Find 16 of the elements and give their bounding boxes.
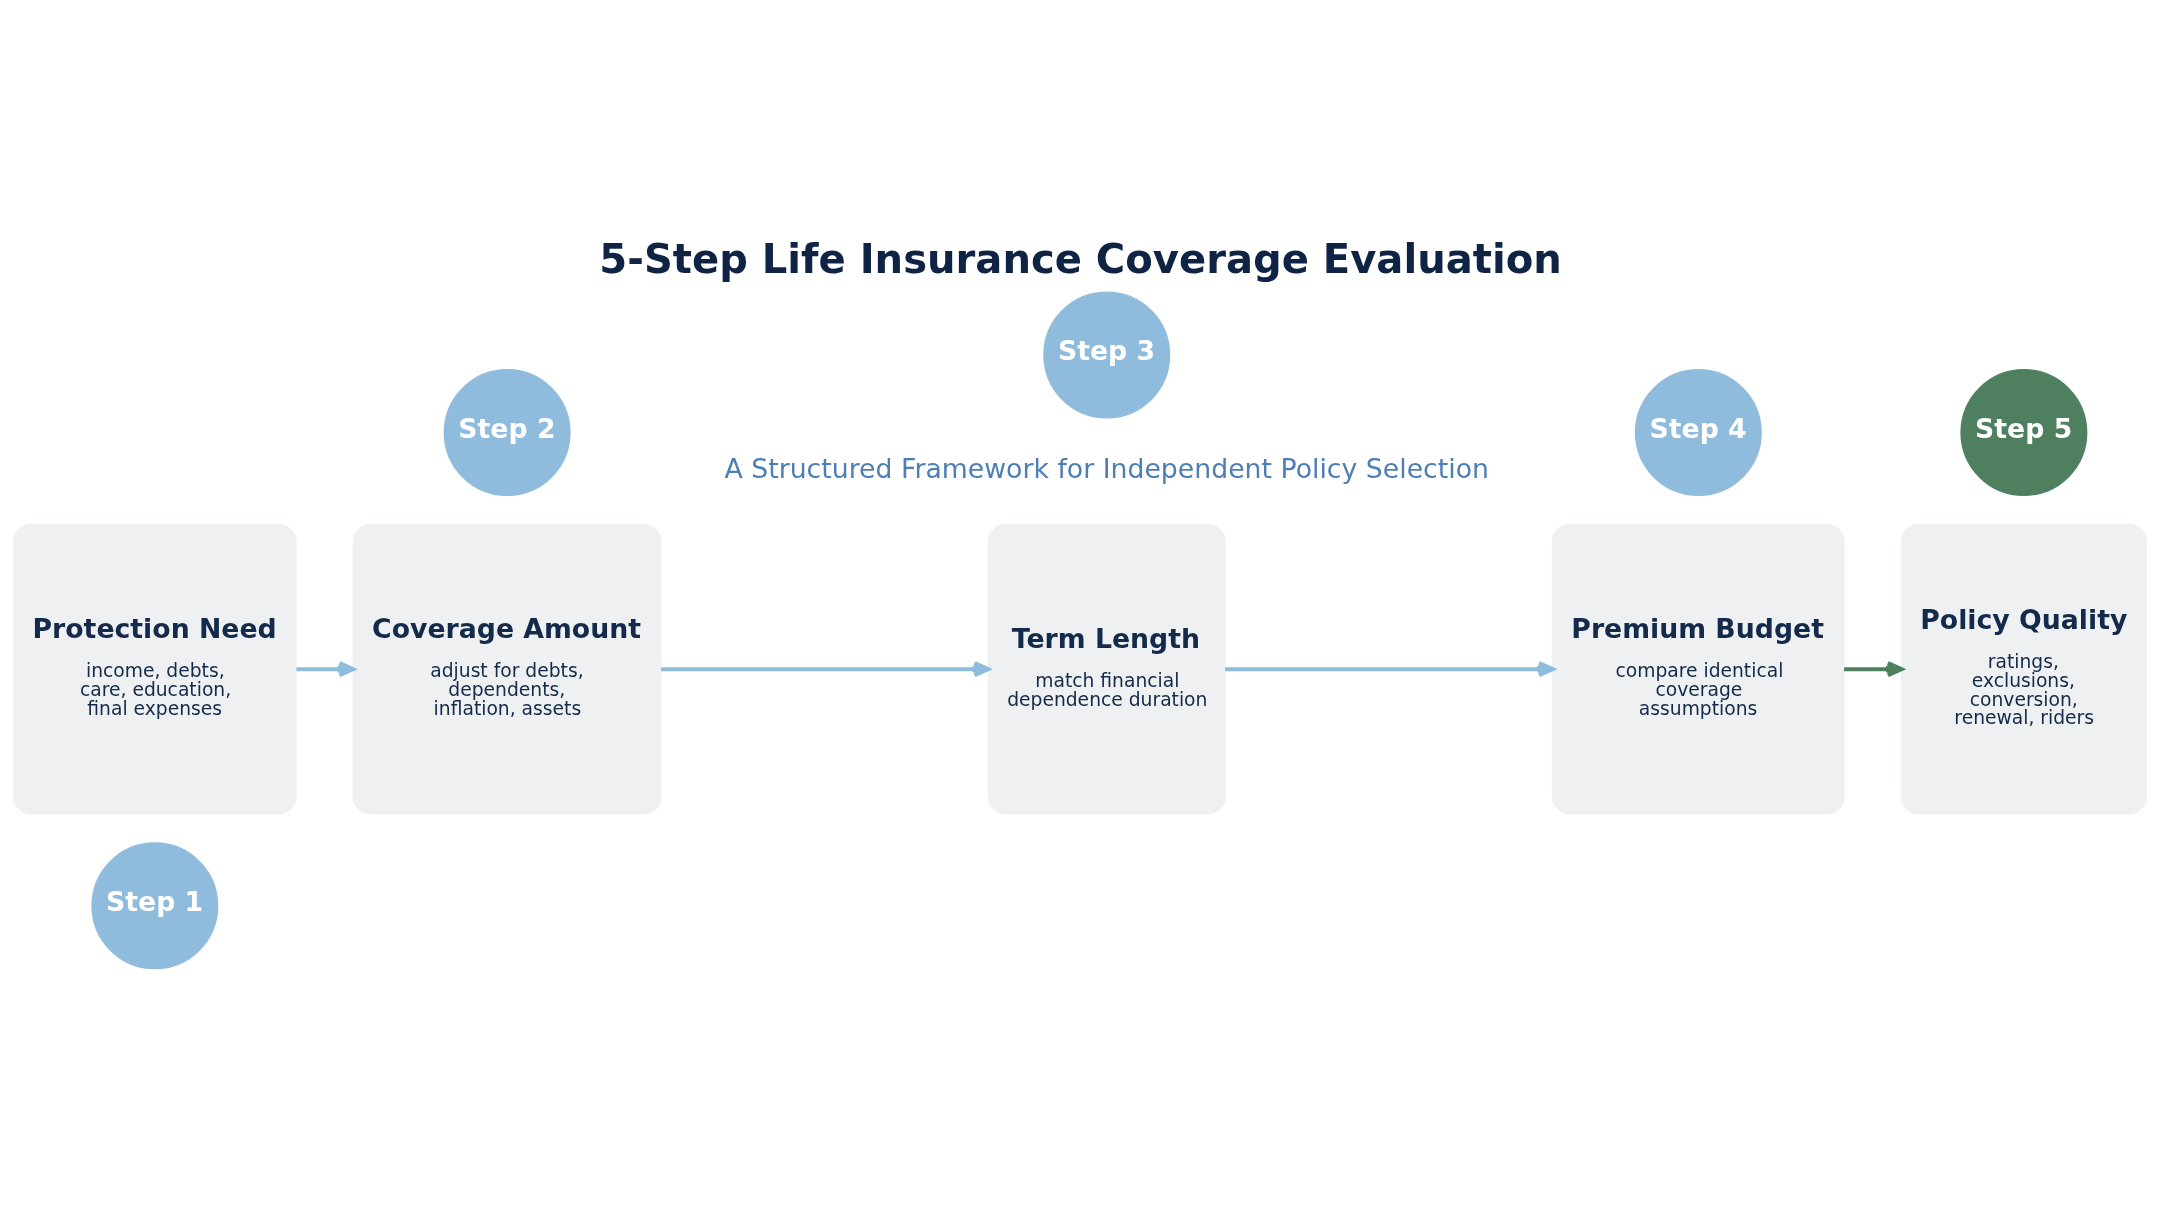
node-circle: Step 4 <box>1634 369 1762 497</box>
node-box: Premium Budget compare identical coverage assumptions <box>1551 524 1845 815</box>
node-box: Policy Quality ratings, exclusions, conversion, renewal, riders <box>1900 524 2147 815</box>
node-circle: Step 1 <box>91 842 219 970</box>
arrow <box>296 661 355 678</box>
node-circle: Step 3 <box>1043 291 1171 419</box>
arrow <box>1225 661 1555 678</box>
node-box: Term Length match financial dependence duration <box>987 524 1226 815</box>
node-circle: Step 2 <box>443 369 571 497</box>
diagram-title: 5-Step Life Insurance Coverage Evaluation <box>599 236 1562 283</box>
node-box: Coverage Amount adjust for debts, dependents, inflation, assets <box>352 524 662 815</box>
node-box: Protection Need income, debts, care, education, final expenses <box>13 524 297 815</box>
node-circle: Step 5 <box>1960 369 2088 497</box>
arrow <box>1844 661 1904 678</box>
label: A Structured Framework for Independent Policy Selection <box>724 453 1489 484</box>
arrow <box>661 661 991 678</box>
